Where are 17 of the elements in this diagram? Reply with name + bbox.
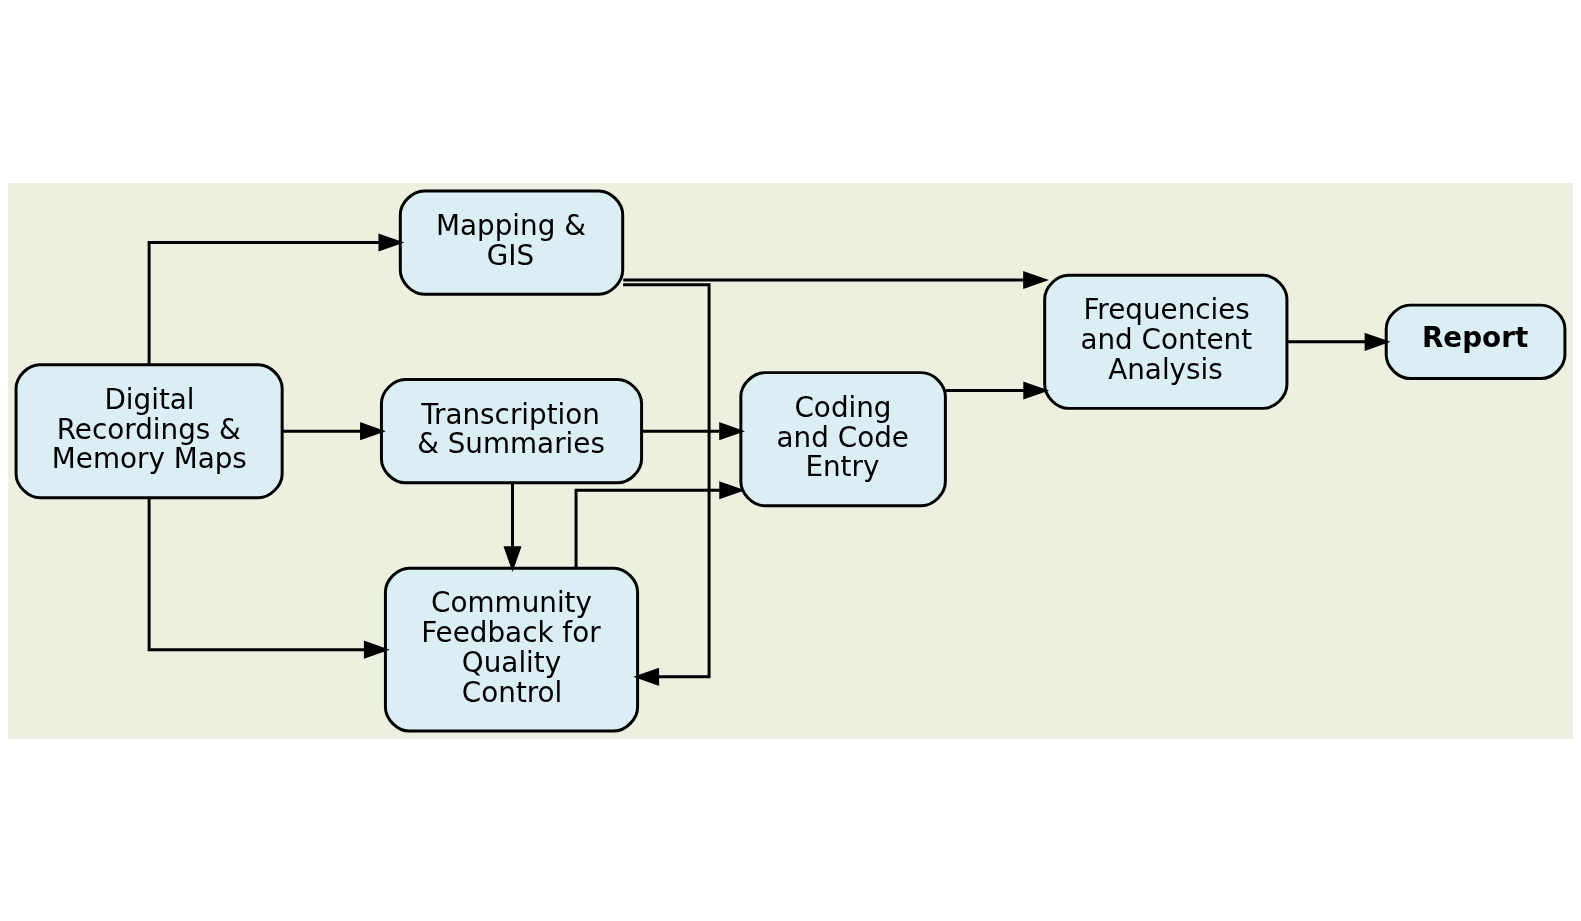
arrow <box>1287 332 1391 351</box>
node-box: Digital Recordings & Memory Maps <box>14 362 284 499</box>
arrow <box>623 270 1050 289</box>
arrow <box>946 380 1050 400</box>
node-box: Frequencies and Content Analysis <box>1043 273 1289 410</box>
arrow <box>147 233 405 364</box>
node-box: Community Feedback for Quality Control <box>383 566 640 733</box>
node-box: Report <box>1384 303 1567 380</box>
node-box: Mapping & GIS <box>398 188 625 296</box>
arrow <box>641 421 746 440</box>
arrow <box>147 497 390 659</box>
node-box: Coding and Code Entry <box>739 370 947 507</box>
arrow <box>623 282 711 686</box>
arrow <box>282 421 386 440</box>
node-box: Transcription & Summaries <box>379 377 644 484</box>
arrow <box>574 480 746 568</box>
arrow <box>503 482 522 572</box>
